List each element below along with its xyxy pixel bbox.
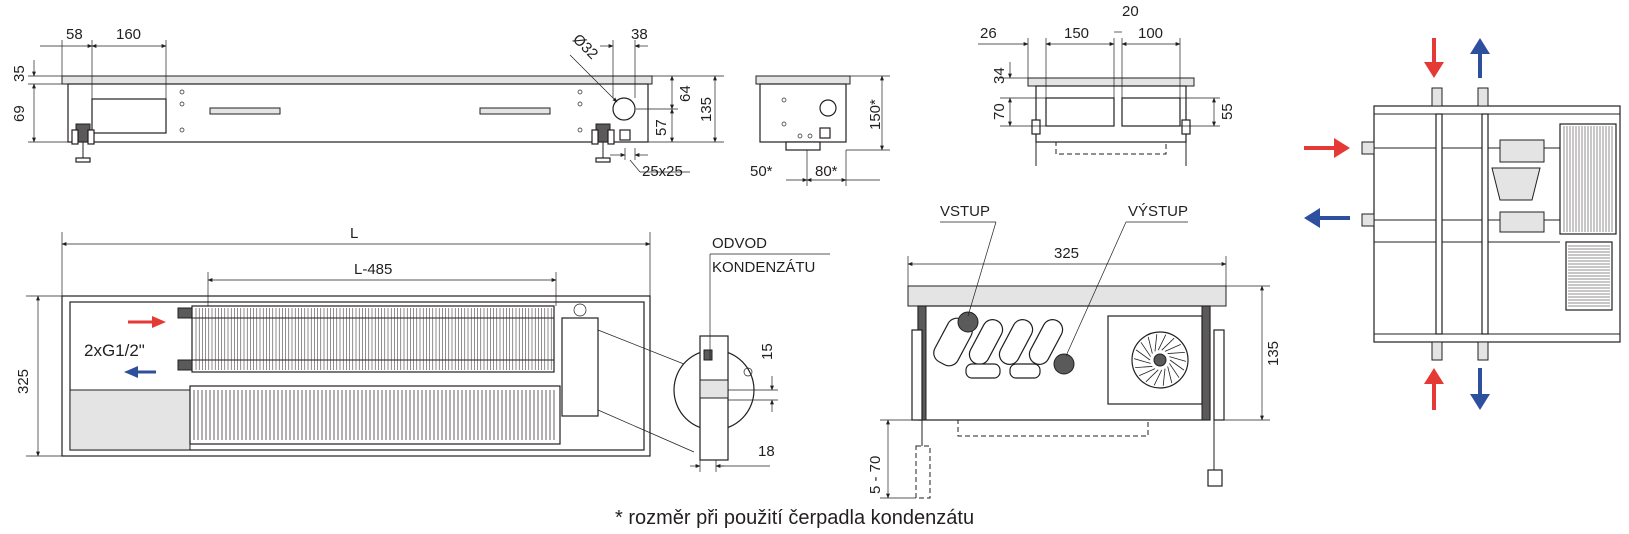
dim-325-section: 325 [1054,245,1079,262]
connection-label: 2xG1/2" [84,341,145,360]
detail-view: 15 18 ODVOD KONDENZÁTU [673,235,830,472]
slot-right [479,107,551,115]
condensate-label-2: KONDENZÁTU [712,259,815,276]
condensate-label-1: ODVOD [712,235,767,252]
dim-69: 69 [11,105,28,122]
dim-L: L [350,225,358,242]
bottom-out-arrow [1470,368,1490,410]
top-flange [61,75,653,85]
dim-70: 70 [991,103,1008,120]
dim-15: 15 [759,343,776,360]
dim-80-star: 80* [815,163,838,180]
dim-25x25: 25x25 [642,163,683,180]
dim-135-section: 135 [1265,341,1282,366]
dim-64: 64 [677,85,694,102]
front-view: 58 160 38 Ø32 35 69 64 57 135 [11,26,724,180]
dim-135: 135 [698,97,715,122]
side-flange [755,75,851,85]
outlet-label: VÝSTUP [1128,203,1188,220]
inlet-label: VSTUP [940,203,990,220]
dim-20: 20 [1122,3,1139,20]
dim-50-star: 50* [750,163,773,180]
dim-58: 58 [66,26,83,43]
dim-35: 35 [11,65,28,82]
inlet-port [957,311,979,333]
valve-lower [1499,211,1545,233]
dim-34: 34 [991,67,1008,84]
dim-38: 38 [631,26,648,43]
drain-square [619,129,631,141]
exchanger-fins [192,308,554,370]
dim-18: 18 [758,443,775,460]
dim-5-70: 5 - 70 [867,456,884,494]
flow-view [1304,38,1621,410]
outlet-port [1053,353,1075,375]
section-top-frame [907,285,1227,307]
dim-150-star: 150* [867,99,884,130]
dim-325-top: 325 [15,369,32,394]
dim-150: 150 [1064,25,1089,42]
end-flange [1027,77,1195,87]
valve-upper [1499,139,1545,163]
dim-phi32: Ø32 [569,31,601,63]
top-view: 2xG1/2" L L-485 325 [15,225,695,457]
end-view: 26 150 20 100 34 70 55 [978,3,1236,166]
foot-left [71,123,95,163]
dim-26: 26 [980,25,997,42]
dim-55: 55 [1219,103,1236,120]
pipe-hole [612,97,636,121]
fan-opening [91,98,167,134]
dim-L-485: L-485 [354,261,392,278]
bottom-in-arrow [1424,368,1444,410]
dim-100: 100 [1138,25,1163,42]
slot-left [209,107,281,115]
condensate-pump [1491,167,1541,201]
heat-exchanger [191,305,555,373]
grille-bars [193,390,555,440]
supply-in-arrow [1424,38,1444,78]
supply-out-arrow [1470,38,1490,78]
dim-160: 160 [116,26,141,43]
footnote: * rozměr při použití čerpadla kondenzátu [615,507,974,529]
condensate-box [561,317,599,417]
side-view: 150* 50* 80* [750,75,890,186]
left-in-arrow [1304,138,1350,158]
foot-right [591,123,615,163]
dim-57: 57 [653,119,670,136]
grille [189,385,561,445]
left-out-arrow [1304,208,1350,228]
section-view: VSTUP VÝSTUP 325 135 5 - 70 [867,203,1282,499]
